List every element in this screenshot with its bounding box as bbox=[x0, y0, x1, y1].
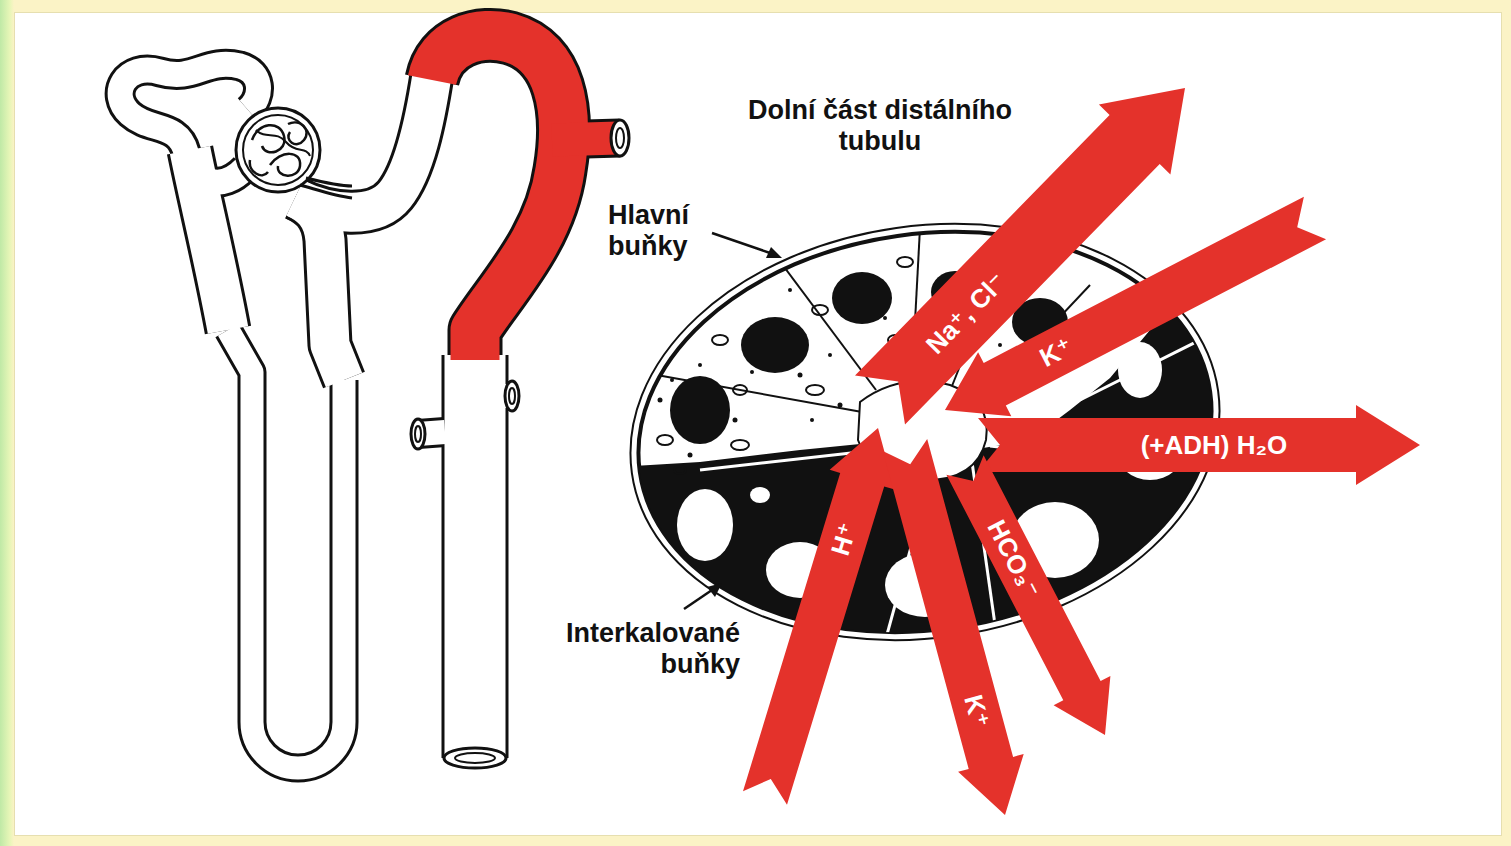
cell-type-label: Interkalované buňky bbox=[566, 618, 740, 680]
cell-type-label: Hlavní buňky bbox=[608, 200, 689, 262]
glomerulus-part bbox=[306, 178, 352, 186]
nephron-fill-part bbox=[445, 355, 506, 758]
nephron-fill-part bbox=[432, 35, 563, 360]
tubule-cross-section-part-part-part bbox=[674, 466, 686, 474]
tubule-cross-section-part-part-part bbox=[733, 418, 738, 423]
tube-openings-part bbox=[616, 128, 624, 148]
tubule-cross-section-part-part-part bbox=[810, 418, 814, 422]
nephron-outline bbox=[120, 35, 620, 768]
tube-openings-part bbox=[611, 120, 629, 156]
transport-arrow bbox=[945, 197, 1326, 417]
tubule-cross-section-part-part-part bbox=[670, 378, 674, 382]
nephron-outline-part bbox=[432, 35, 563, 362]
ion-label: K⁺ bbox=[1036, 333, 1077, 371]
tubule-cross-section-part-part-part bbox=[828, 353, 832, 357]
tubule-cross-section-part-part-part bbox=[883, 316, 887, 320]
leader-lines-part bbox=[684, 590, 712, 609]
tube-openings-part bbox=[444, 748, 506, 768]
tube-openings-part bbox=[455, 753, 495, 763]
nephron-fill bbox=[120, 35, 618, 768]
ion-label: HCO₃⁻ bbox=[983, 516, 1045, 602]
tubule-cross-section-part-part-part bbox=[698, 363, 702, 367]
glomerulus-part bbox=[243, 115, 313, 185]
tube-openings bbox=[411, 120, 629, 768]
ion-label: (+ADH) H₂O bbox=[1141, 432, 1288, 458]
tubule-cross-section-part-part-part bbox=[658, 398, 663, 403]
leader-lines-part bbox=[712, 233, 770, 253]
tubule-cross-section-part-part-part bbox=[712, 335, 728, 345]
section-heading: Dolní část distálního tubulu bbox=[735, 95, 1025, 157]
tubule-cross-section-part-part-part bbox=[806, 385, 824, 395]
tubule-cross-section-part-part-part bbox=[798, 373, 803, 378]
tube-openings-part bbox=[509, 388, 515, 404]
nephron-fill-part bbox=[228, 330, 344, 768]
tube-openings-part bbox=[411, 419, 425, 449]
tubule-cross-section-part-part-part bbox=[897, 257, 913, 267]
tubule-cross-section-part-part-part bbox=[788, 288, 792, 292]
tubule-cross-section-part-part-part bbox=[750, 487, 770, 503]
tubule-cross-section-part-part-part bbox=[670, 376, 730, 444]
leader-lines-part bbox=[707, 583, 722, 597]
nephron-fill-part bbox=[552, 138, 618, 140]
tubule-cross-section-part-part-part bbox=[812, 305, 828, 315]
tubule-cross-section-part-part-part bbox=[688, 453, 693, 458]
nephron-fill-part bbox=[190, 150, 228, 330]
leader-lines bbox=[684, 233, 782, 609]
tubule-cross-section-part-part-part bbox=[733, 385, 747, 395]
glomerulus-part bbox=[256, 130, 310, 156]
glomerulus-part bbox=[270, 154, 300, 176]
transport-arrow bbox=[743, 428, 895, 805]
glomerulus-part bbox=[250, 160, 268, 175]
tubule-cross-section-part-part-part bbox=[741, 317, 809, 373]
tube-openings-part bbox=[415, 426, 421, 442]
glomerulus bbox=[236, 108, 352, 198]
ion-label: K⁺ bbox=[960, 692, 994, 730]
glomerulus-part bbox=[288, 122, 307, 144]
ion-label: H⁺ bbox=[827, 520, 861, 559]
transport-arrow bbox=[883, 439, 1024, 815]
transport-arrow bbox=[978, 405, 1420, 485]
tubule-cross-section-part-part-part bbox=[832, 272, 892, 324]
tube-openings-part bbox=[505, 381, 519, 411]
tubule-cross-section-part-part-part bbox=[750, 370, 754, 374]
leader-lines-part bbox=[766, 247, 782, 258]
tubule-cross-section-part-part-part bbox=[677, 489, 733, 561]
tubule-cross-section-part-part-part bbox=[998, 343, 1002, 347]
tubule-cross-section-part-part-part bbox=[731, 440, 749, 450]
tubule-cross-section-part-part-part bbox=[657, 435, 673, 445]
nephron-outline-part bbox=[228, 330, 344, 768]
tubule-cross-section-part-part-part bbox=[838, 403, 843, 408]
ion-label: Na⁺, Cl⁻ bbox=[921, 268, 1010, 358]
glomerulus-part bbox=[252, 125, 284, 152]
nephron-outline-part bbox=[442, 355, 509, 758]
